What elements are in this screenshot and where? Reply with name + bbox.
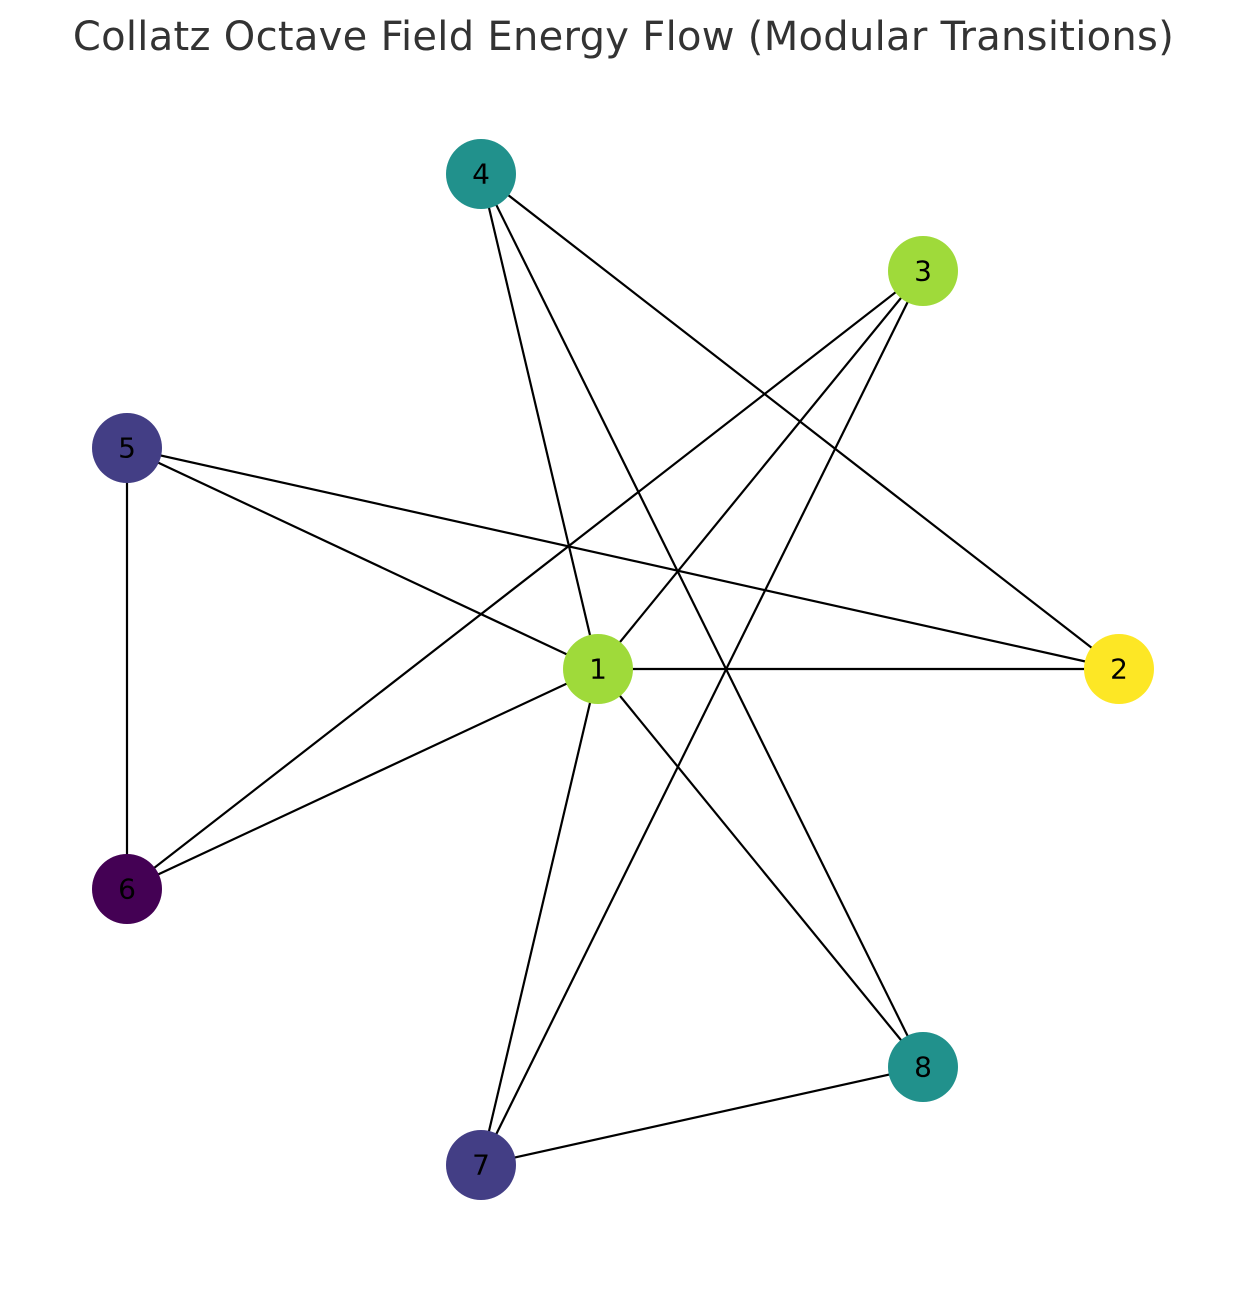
node-label-1: 1 <box>589 653 607 686</box>
node-label-3: 3 <box>914 255 932 288</box>
node-label-7: 7 <box>472 1149 490 1182</box>
node-circle-1 <box>563 634 633 704</box>
node-1: 1 <box>563 634 633 704</box>
node-label-2: 2 <box>1110 653 1128 686</box>
node-3: 3 <box>888 236 958 306</box>
edge-2-5 <box>126 446 1120 671</box>
node-circle-3 <box>888 236 958 306</box>
node-circle-4 <box>446 139 516 209</box>
edge-1-7 <box>479 668 600 1166</box>
node-8: 8 <box>888 1032 958 1102</box>
node-label-5: 5 <box>118 432 136 465</box>
diagram-title: Collatz Octave Field Energy Flow (Modula… <box>72 14 1175 60</box>
node-6: 6 <box>92 854 162 924</box>
node-7: 7 <box>446 1130 516 1200</box>
node-label-8: 8 <box>914 1051 932 1084</box>
node-circle-6 <box>92 854 162 924</box>
node-5: 5 <box>92 413 162 483</box>
node-circle-2 <box>1084 634 1154 704</box>
node-label-6: 6 <box>118 873 136 906</box>
edge-3-6 <box>126 270 924 890</box>
edge-1-3 <box>597 270 924 670</box>
edge-1-6 <box>126 668 599 890</box>
edge-3-7 <box>480 270 924 1166</box>
edge-1-8 <box>597 668 924 1068</box>
edges-layer <box>125 173 1120 1167</box>
edge-2-4 <box>480 173 1120 670</box>
edge-1-4 <box>479 173 600 670</box>
edge-1-5 <box>126 447 599 670</box>
edge-7-8 <box>480 1065 924 1167</box>
node-4: 4 <box>446 139 516 209</box>
node-circle-7 <box>446 1130 516 1200</box>
node-label-4: 4 <box>472 158 490 191</box>
node-circle-5 <box>92 413 162 483</box>
edge-4-8 <box>480 173 924 1068</box>
node-circle-8 <box>888 1032 958 1102</box>
nodes-layer: 1 2 3 4 5 6 7 8 <box>92 139 1154 1200</box>
node-2: 2 <box>1084 634 1154 704</box>
